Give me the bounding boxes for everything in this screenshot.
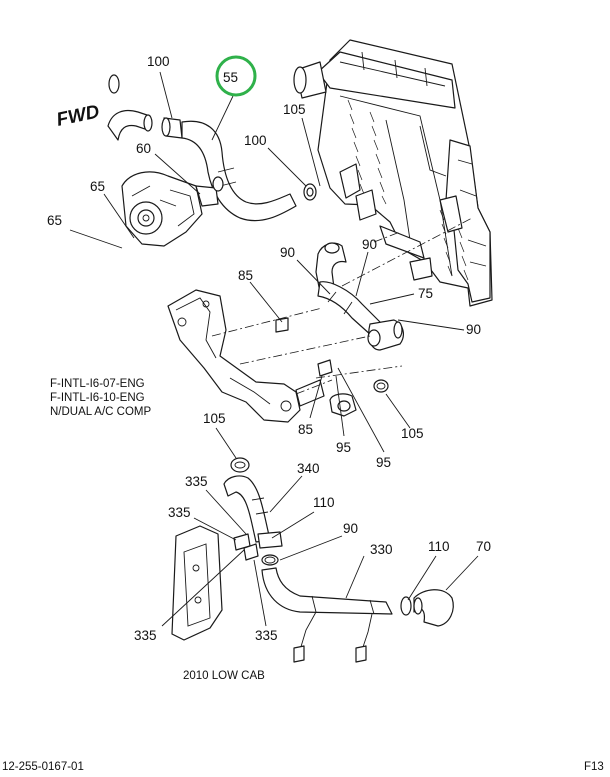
callout-335[interactable]: 335 [185, 474, 208, 489]
callout-335[interactable]: 335 [255, 628, 278, 643]
callout-110[interactable]: 110 [428, 539, 450, 554]
callout-75[interactable]: 75 [418, 286, 433, 301]
callout-55[interactable]: 55 [223, 70, 238, 85]
callout-110[interactable]: 110 [313, 495, 335, 510]
callout-105[interactable]: 105 [283, 102, 306, 117]
application-notes: F-INTL-I6-07-ENG F-INTL-I6-10-ENG N/DUAL… [50, 378, 152, 418]
callout-labels: 100 55 60 65 65 105 100 90 90 85 75 90 8… [47, 54, 491, 643]
callout-60[interactable]: 60 [136, 141, 151, 156]
callout-340[interactable]: 340 [297, 461, 320, 476]
sub-view-label: 2010 LOW CAB [183, 670, 265, 682]
callout-100[interactable]: 100 [244, 133, 267, 148]
highlight-circle-55 [215, 55, 257, 97]
assembly-lines-upper [211, 217, 473, 395]
lower-coolant-pipe [315, 242, 404, 351]
callout-105[interactable]: 105 [401, 426, 424, 441]
callout-85[interactable]: 85 [298, 422, 313, 437]
mounting-bracket [167, 289, 389, 423]
application-note: F-INTL-I6-07-ENG [50, 378, 145, 390]
callout-105[interactable]: 105 [203, 411, 226, 426]
callout-90[interactable]: 90 [362, 237, 377, 252]
leader-lines [69, 71, 479, 627]
application-note: F-INTL-I6-10-ENG [50, 392, 145, 404]
callout-70[interactable]: 70 [476, 539, 491, 554]
callout-335[interactable]: 335 [168, 505, 191, 520]
figure-id: F13 [584, 761, 604, 773]
callout-65[interactable]: 65 [47, 213, 62, 228]
radiator-assembly [293, 39, 493, 307]
callout-95[interactable]: 95 [376, 455, 391, 470]
application-note: N/DUAL A/C COMP [50, 406, 152, 418]
water-pump-assembly [121, 171, 224, 247]
low-cab-hose-assembly [171, 457, 454, 663]
callout-90[interactable]: 90 [280, 245, 295, 260]
drawing-number: 12-255-0167-01 [2, 761, 84, 773]
upper-coolant-hose [161, 117, 317, 222]
callout-85[interactable]: 85 [238, 268, 253, 283]
callout-65[interactable]: 65 [90, 179, 105, 194]
callout-90[interactable]: 90 [343, 521, 358, 536]
callout-100[interactable]: 100 [147, 54, 170, 69]
callout-330[interactable]: 330 [370, 542, 393, 557]
callout-90[interactable]: 90 [466, 322, 481, 337]
callout-335[interactable]: 335 [134, 628, 157, 643]
callout-95[interactable]: 95 [336, 440, 351, 455]
front-elbow-hose [107, 74, 153, 141]
fwd-indicator: FWD [55, 101, 102, 131]
fwd-label: FWD [55, 101, 102, 131]
